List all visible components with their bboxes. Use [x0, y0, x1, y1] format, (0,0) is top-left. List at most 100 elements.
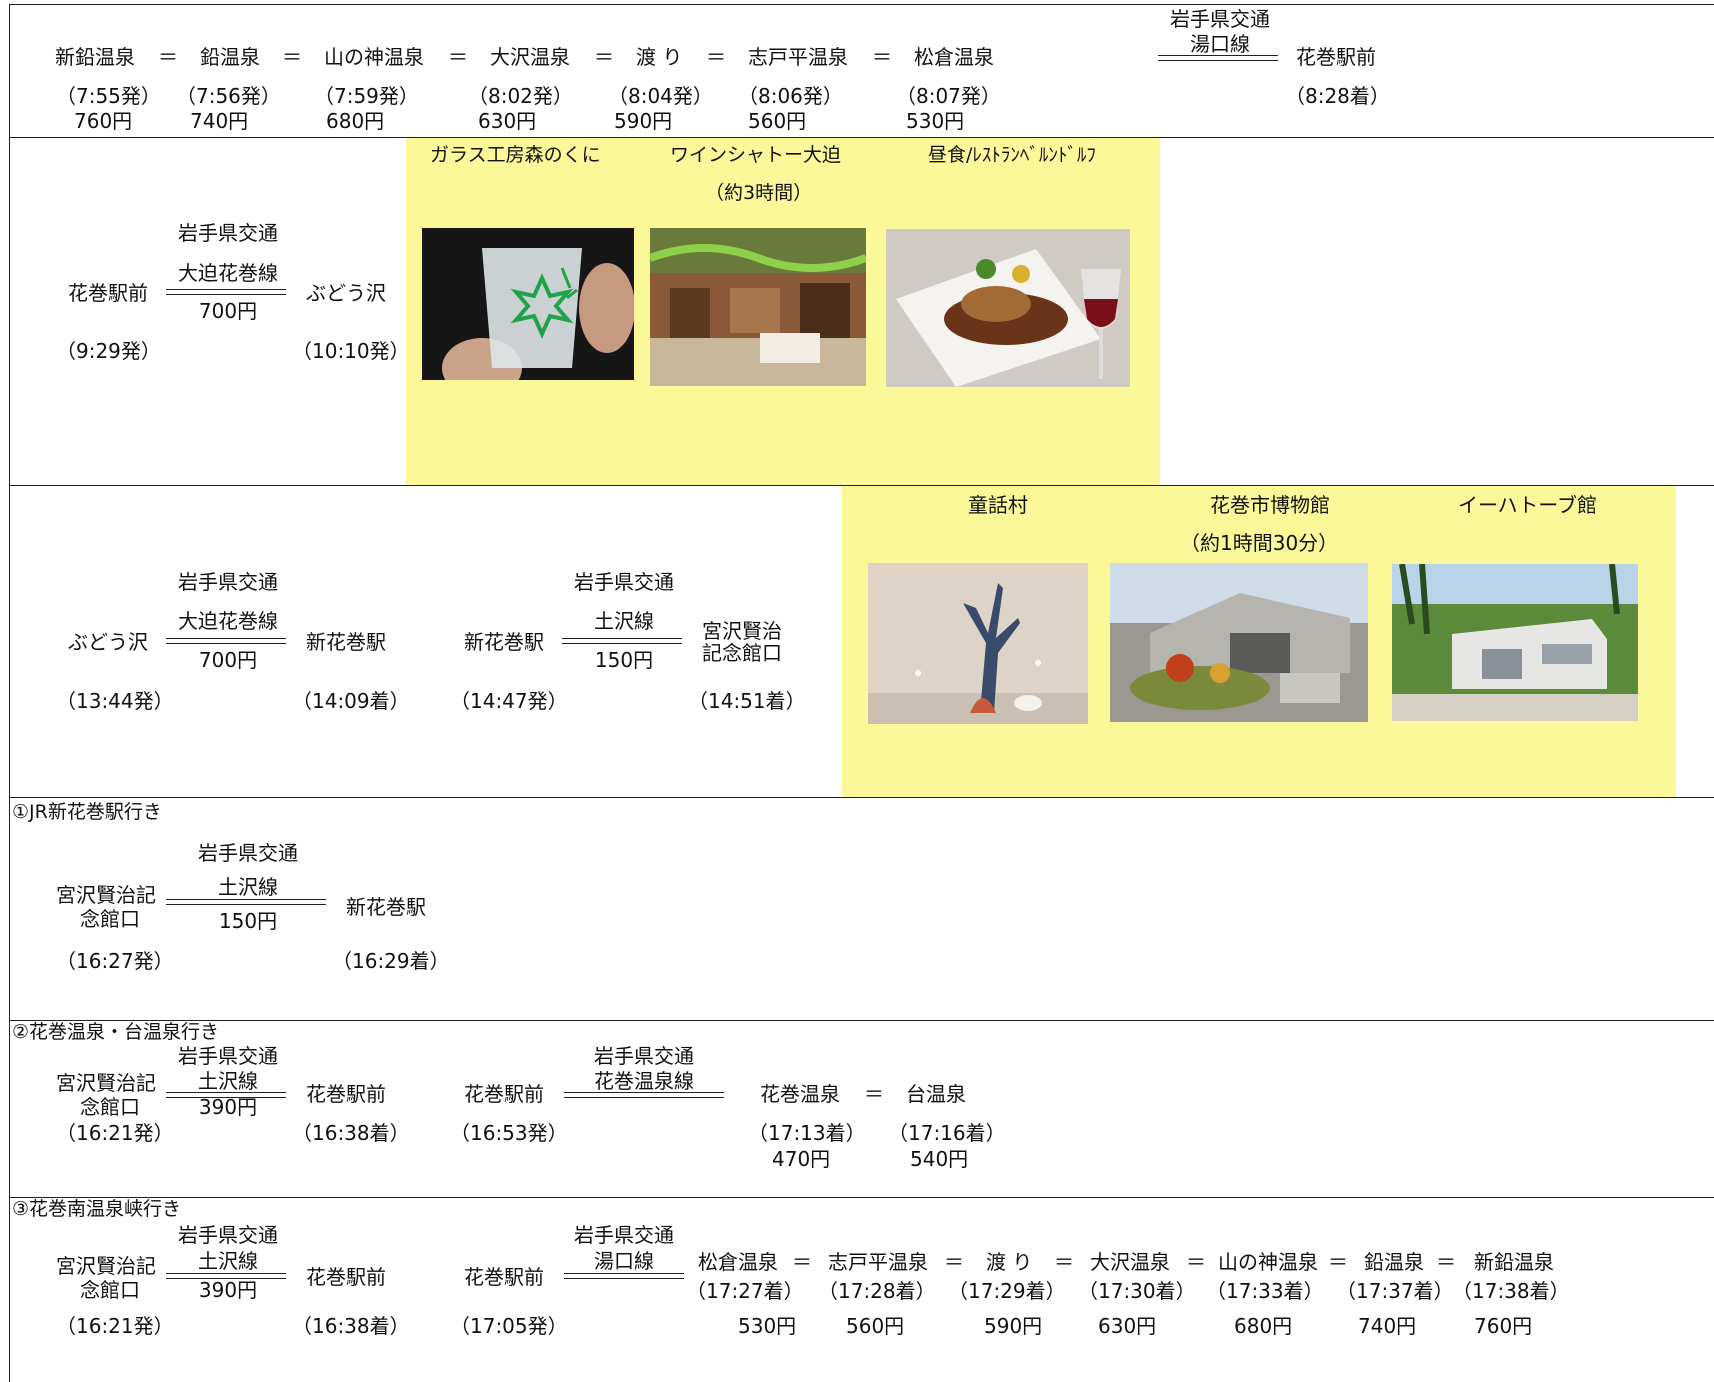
separator: ＝	[792, 1250, 812, 1274]
to-stop: 宮沢賢治	[702, 619, 782, 643]
separator: ＝	[448, 45, 468, 69]
stop-name: 山の神温泉	[324, 45, 424, 69]
separator: ＝	[944, 1250, 964, 1274]
separator: ＝	[1054, 1250, 1074, 1274]
stop-time: （7:55発）	[56, 84, 161, 108]
route-line	[166, 1273, 286, 1279]
from-time: （9:29発）	[56, 339, 161, 363]
bus-line: 大迫花巻線	[178, 261, 278, 285]
stop-name: 渡 り	[636, 45, 683, 69]
separator: ＝	[594, 45, 614, 69]
stop-fare: 590円	[614, 109, 673, 133]
stop-fare: 590円	[984, 1314, 1043, 1338]
bus-line: 土沢線	[218, 875, 278, 899]
bus-company: 岩手県交通	[198, 841, 298, 865]
bus-company: 岩手県交通	[594, 1044, 694, 1068]
stop-time: （8:06発）	[738, 84, 843, 108]
restaurant-lunch-photo	[886, 229, 1130, 387]
stop-name: 大沢温泉	[1090, 1250, 1170, 1274]
route-line	[564, 1092, 724, 1098]
hanamaki-museum-photo	[1110, 563, 1368, 722]
stop-name: 鉛温泉	[1364, 1250, 1424, 1274]
separator: ＝	[1328, 1250, 1348, 1274]
frame-top-border	[9, 4, 1714, 5]
fare: 700円	[198, 299, 258, 323]
ihatov-building-photo	[1392, 564, 1638, 721]
stop-fare: 680円	[326, 109, 385, 133]
bus-line: 湯口線	[1190, 32, 1250, 56]
stop-name: 鉛温泉	[200, 45, 260, 69]
stop-fare: 530円	[906, 109, 965, 133]
stop-name: 松倉温泉	[914, 45, 994, 69]
stop-fare: 560円	[846, 1314, 905, 1338]
stop-time: （8:02発）	[468, 84, 573, 108]
spot-label: ガラス工房森のくに	[430, 144, 601, 166]
from-stop: 念館口	[80, 1095, 140, 1119]
stop-time: （8:07発）	[896, 84, 1001, 108]
glass-workshop-photo	[422, 228, 634, 380]
to-stop: 花巻駅前	[306, 1265, 386, 1289]
bus-company: 岩手県交通	[178, 221, 278, 245]
stop-fare: 560円	[748, 109, 807, 133]
separator: ＝	[158, 45, 178, 69]
route-line	[166, 289, 286, 295]
bus-line: 土沢線	[198, 1069, 258, 1093]
from-stop: 念館口	[80, 1278, 140, 1302]
fare: 150円	[594, 648, 654, 672]
stop-fare: 760円	[1474, 1314, 1533, 1338]
route-line	[562, 638, 682, 644]
stop-name: 山の神温泉	[1218, 1250, 1318, 1274]
to-stop: 新花巻駅	[346, 895, 426, 919]
row-divider-3	[9, 797, 1714, 798]
stop-name: 台温泉	[906, 1082, 966, 1106]
stop-fare: 540円	[910, 1147, 969, 1171]
from-stop: 宮沢賢治記	[56, 1071, 156, 1095]
spot-label: 童話村	[968, 493, 1028, 517]
bus-company: 岩手県交通	[178, 1223, 278, 1247]
from-time: （16:21発）	[56, 1314, 174, 1338]
stop-time: （7:59発）	[314, 84, 419, 108]
fare: 390円	[198, 1095, 258, 1119]
from-stop: 宮沢賢治記	[56, 1254, 156, 1278]
spot-label: ワインシャトー大迫	[670, 144, 842, 166]
stop-time: （17:28着）	[818, 1279, 936, 1303]
stop-time: （17:13着）	[748, 1121, 866, 1145]
spot-label: 花巻市博物館	[1210, 493, 1330, 517]
stop-time: （8:04発）	[608, 84, 713, 108]
separator: ＝	[864, 1082, 884, 1106]
row-divider-1	[9, 137, 1714, 138]
stop-fare: 630円	[478, 109, 537, 133]
row-divider-5	[9, 1197, 1714, 1198]
wine-chateau-photo	[650, 228, 866, 386]
stop-fare: 740円	[1358, 1314, 1417, 1338]
bus-line: 大迫花巻線	[178, 609, 278, 633]
from-time: （13:44発）	[56, 689, 174, 713]
from-time: （16:27発）	[56, 949, 174, 973]
from-time: （14:47発）	[450, 689, 568, 713]
route-line	[166, 638, 286, 644]
destination: 花巻駅前	[1296, 45, 1376, 69]
stop-time: （17:37着）	[1336, 1279, 1454, 1303]
to-stop: 新花巻駅	[306, 630, 386, 654]
to-time: （16:38着）	[292, 1314, 410, 1338]
bus-line: 湯口線	[594, 1249, 654, 1273]
stop-fare: 630円	[1098, 1314, 1157, 1338]
from-stop: 花巻駅前	[464, 1265, 544, 1289]
stop-time: （17:38着）	[1452, 1279, 1570, 1303]
fare: 700円	[198, 648, 258, 672]
route-line	[166, 899, 326, 905]
to-stop: 花巻駅前	[306, 1082, 386, 1106]
stop-name: 新鉛温泉	[55, 45, 135, 69]
from-stop: 花巻駅前	[68, 281, 148, 305]
stop-name: 志戸平温泉	[828, 1250, 928, 1274]
from-time: （16:21発）	[56, 1121, 174, 1145]
stop-name: 花巻温泉	[760, 1082, 840, 1106]
from-stop: 宮沢賢治記	[56, 883, 156, 907]
stop-fare: 740円	[190, 109, 249, 133]
stop-time: （17:29着）	[948, 1279, 1066, 1303]
frame-left-border	[9, 4, 10, 1382]
spot-label: イーハトーブ館	[1458, 493, 1597, 517]
from-time: （17:05発）	[450, 1314, 568, 1338]
to-time: （10:10発）	[292, 339, 410, 363]
bus-line: 土沢線	[198, 1249, 258, 1273]
